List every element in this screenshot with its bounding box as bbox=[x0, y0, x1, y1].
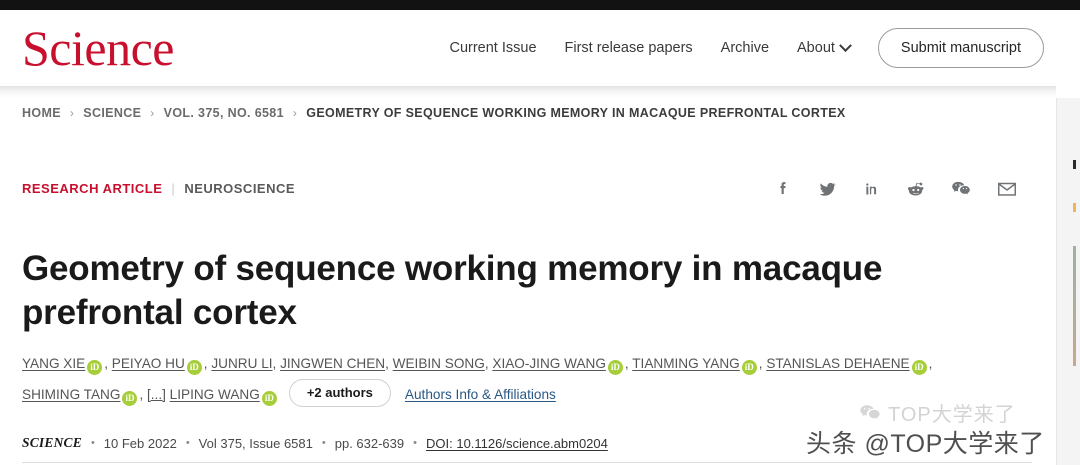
rail-marker bbox=[1073, 246, 1076, 366]
rail-marker bbox=[1073, 203, 1076, 212]
author-name[interactable]: JUNRU LI bbox=[211, 356, 273, 371]
citation-journal: SCIENCE bbox=[22, 435, 82, 450]
author-name[interactable]: TIANMING YANG bbox=[632, 356, 740, 371]
orcid-icon[interactable]: iD bbox=[186, 360, 202, 375]
author-name[interactable]: JINGWEN CHEN bbox=[280, 356, 386, 371]
more-authors-button[interactable]: +2 authors bbox=[288, 379, 391, 408]
orcid-icon[interactable]: iD bbox=[122, 391, 138, 406]
author-name[interactable]: STANISLAS DEHAENE bbox=[766, 356, 910, 371]
author-name[interactable]: SHIMING TANG bbox=[22, 387, 121, 402]
breadcrumb-item-volume[interactable]: VOL. 375, NO. 6581 bbox=[163, 106, 284, 120]
nav-item-first-release-papers[interactable]: First release papers bbox=[564, 40, 693, 56]
author-name[interactable]: WEIBIN SONG bbox=[392, 356, 485, 371]
author-name[interactable]: LIPING WANG bbox=[169, 387, 260, 402]
toutiao-watermark: 头条 @TOP大学来了 bbox=[806, 430, 1045, 458]
orcid-icon[interactable]: iD bbox=[87, 360, 103, 375]
breadcrumb-separator: › bbox=[69, 106, 75, 120]
header-shadow-band bbox=[0, 86, 1056, 98]
twitter-icon[interactable] bbox=[817, 179, 838, 200]
right-sidebar-strip[interactable] bbox=[1056, 98, 1080, 465]
linkedin-icon[interactable] bbox=[862, 180, 881, 199]
orcid-icon[interactable]: iD bbox=[261, 391, 277, 406]
article-type-row: RESEARCH ARTICLE | NEUROSCIENCE bbox=[22, 181, 295, 196]
nav-item-about[interactable]: About bbox=[797, 38, 852, 56]
wechat-icon[interactable] bbox=[950, 178, 972, 200]
page-title: Geometry of sequence working memory in m… bbox=[22, 249, 883, 332]
nav-item-current-issue[interactable]: Current Issue bbox=[449, 40, 537, 56]
nav-item-archive[interactable]: Archive bbox=[720, 40, 770, 56]
orcid-icon[interactable]: iD bbox=[911, 360, 927, 375]
article-type-divider: | bbox=[171, 181, 176, 196]
author-name[interactable]: YANG XIE bbox=[22, 356, 86, 371]
section-divider bbox=[22, 462, 1032, 463]
social-share-bar bbox=[773, 178, 1018, 200]
facebook-icon[interactable] bbox=[773, 179, 793, 199]
citation-dot: • bbox=[321, 437, 326, 449]
breadcrumb-separator: › bbox=[150, 106, 155, 120]
article-subject-label[interactable]: NEUROSCIENCE bbox=[184, 181, 296, 196]
author-name[interactable]: PEIYAO HU bbox=[111, 356, 185, 371]
authors-ellipsis[interactable]: [...] bbox=[147, 387, 166, 402]
rail-marker bbox=[1073, 160, 1076, 169]
site-header: Science Current Issue First release pape… bbox=[0, 10, 1056, 86]
citation-line: SCIENCE • 10 Feb 2022 • Vol 375, Issue 6… bbox=[22, 435, 608, 451]
reddit-icon[interactable] bbox=[905, 179, 926, 200]
email-icon[interactable] bbox=[996, 178, 1018, 200]
orcid-icon[interactable]: iD bbox=[607, 360, 623, 375]
breadcrumb: HOME › SCIENCE › VOL. 375, NO. 6581 › GE… bbox=[22, 106, 846, 120]
citation-dot: • bbox=[90, 437, 95, 449]
citation-dot: • bbox=[185, 437, 190, 449]
citation-date: 10 Feb 2022 bbox=[103, 435, 177, 451]
breadcrumb-item-home[interactable]: HOME bbox=[22, 106, 61, 120]
citation-pages: pp. 632-639 bbox=[334, 435, 405, 451]
orcid-icon[interactable]: iD bbox=[741, 360, 757, 375]
submit-manuscript-button[interactable]: Submit manuscript bbox=[877, 28, 1044, 68]
author-name[interactable]: XIAO-JING WANG bbox=[492, 356, 606, 371]
nav-item-about-label: About bbox=[797, 40, 835, 56]
chevron-down-icon bbox=[839, 38, 852, 52]
main-navigation: Current Issue First release papers Archi… bbox=[449, 28, 1056, 68]
science-logo[interactable]: Science bbox=[22, 20, 174, 76]
citation-dot: • bbox=[413, 437, 417, 449]
doi-link[interactable]: DOI: 10.1126/science.abm0204 bbox=[426, 435, 608, 451]
top-black-bar bbox=[0, 0, 1080, 10]
citation-volume-issue: Vol 375, Issue 6581 bbox=[198, 435, 313, 451]
breadcrumb-separator: › bbox=[292, 106, 298, 120]
breadcrumb-item-article: GEOMETRY OF SEQUENCE WORKING MEMORY IN M… bbox=[306, 106, 846, 120]
breadcrumb-item-science[interactable]: SCIENCE bbox=[83, 106, 142, 120]
authors-info-affiliations-link[interactable]: Authors Info & Affiliations bbox=[404, 387, 556, 402]
article-type-label[interactable]: RESEARCH ARTICLE bbox=[22, 181, 163, 196]
